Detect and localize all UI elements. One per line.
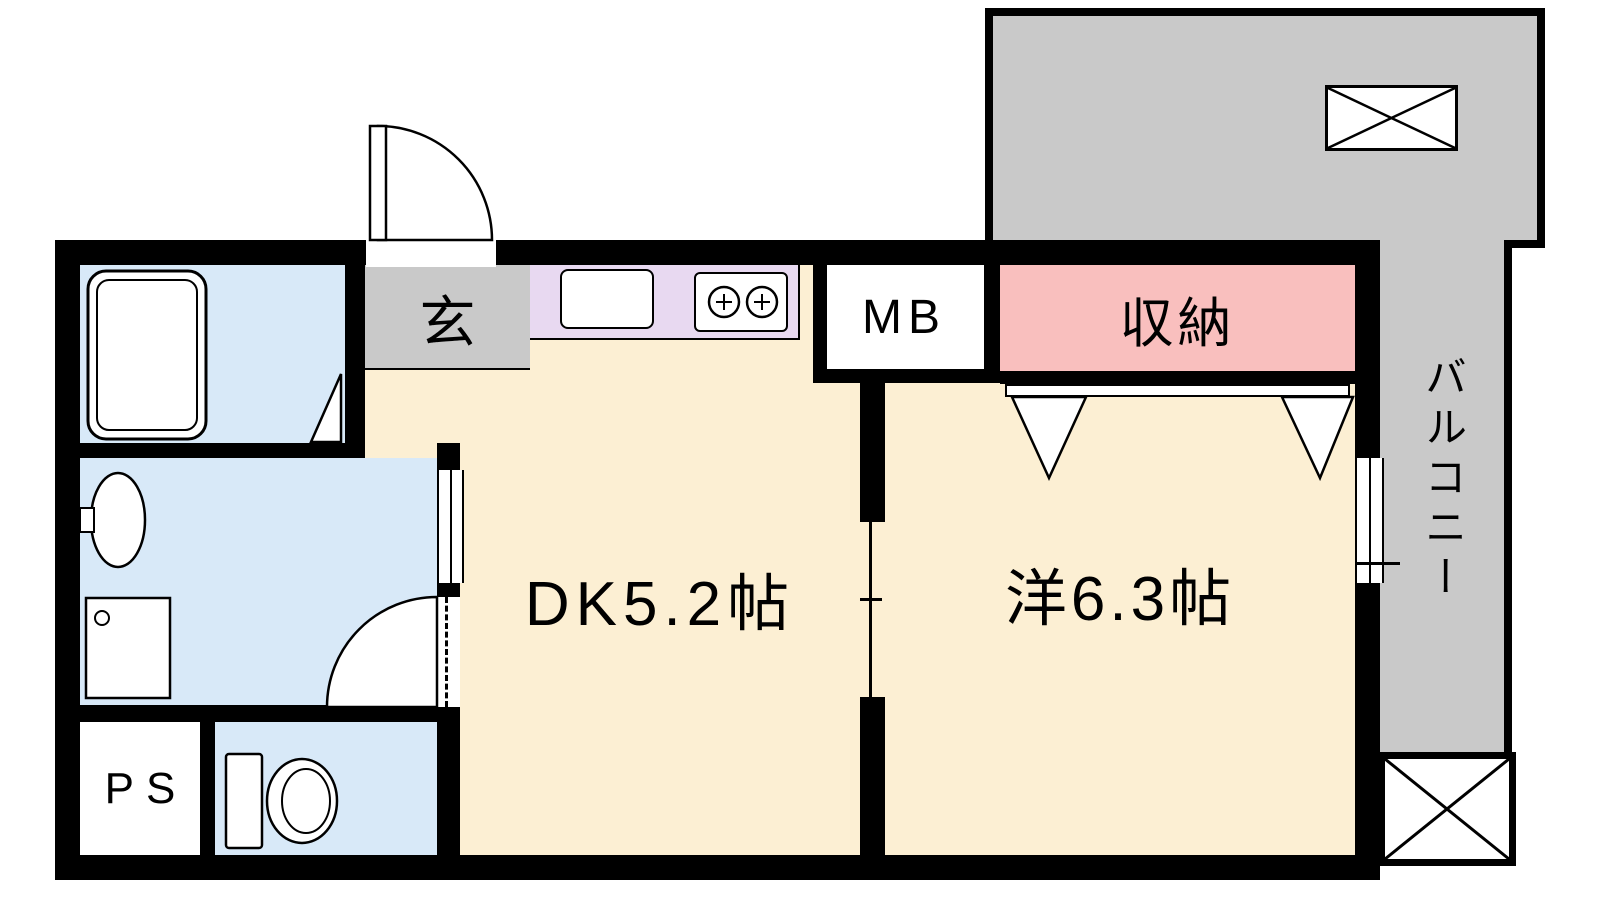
meter-box-label: MB [862, 291, 946, 344]
entrance-hall [365, 265, 530, 370]
washroom-door-opening [437, 597, 460, 707]
wall-bottom [55, 855, 1380, 880]
washroom-window-icon [437, 470, 464, 583]
meter-box [813, 250, 1000, 383]
washer-pan-top [1325, 85, 1458, 151]
x-mark-icon [1385, 759, 1509, 859]
wall-washroom-bottom [55, 705, 460, 722]
toilet-icon [224, 752, 339, 850]
balcony-label: バルコニー [1419, 355, 1467, 605]
front-door-opening [366, 238, 496, 267]
wall-bathroom-washroom [55, 443, 365, 458]
x-mark-icon [1328, 88, 1455, 148]
washer-pan-icon [84, 596, 172, 700]
balcony-partition-tick [1355, 562, 1400, 565]
entrance-label: 玄 [419, 290, 476, 354]
front-door-swing-icon [368, 124, 494, 242]
bathtub-icon [86, 269, 208, 441]
closet-door-triangles-icon [1010, 395, 1355, 482]
washer-pan-bottom [1378, 752, 1516, 866]
wall-left [55, 240, 80, 880]
wall-bathroom-right [345, 240, 365, 458]
ps-room [80, 722, 200, 855]
utility-area [985, 8, 1545, 248]
stove-icon [694, 272, 788, 332]
storage-closet [1000, 250, 1355, 384]
wall-top [55, 240, 1380, 265]
bathroom-door-swing-icon [309, 373, 343, 444]
washbasin-icon [79, 471, 147, 569]
wall-divider-upper [860, 382, 885, 522]
balcony [1380, 240, 1512, 752]
ps-label: PS [104, 763, 188, 813]
western-room-label: 洋6.3帖 [1004, 564, 1236, 634]
kitchen-sink-icon [560, 269, 654, 329]
dk-room-label: DK5.2帖 [524, 569, 796, 639]
wall-divider-lower [860, 697, 885, 880]
storage-label: 収納 [1119, 293, 1236, 354]
sliding-door-line [869, 522, 872, 697]
closet-door-track [1005, 384, 1350, 397]
washroom-door-swing-icon [325, 595, 439, 709]
wall-ps-right [200, 705, 215, 880]
sliding-door-tick [860, 598, 882, 601]
